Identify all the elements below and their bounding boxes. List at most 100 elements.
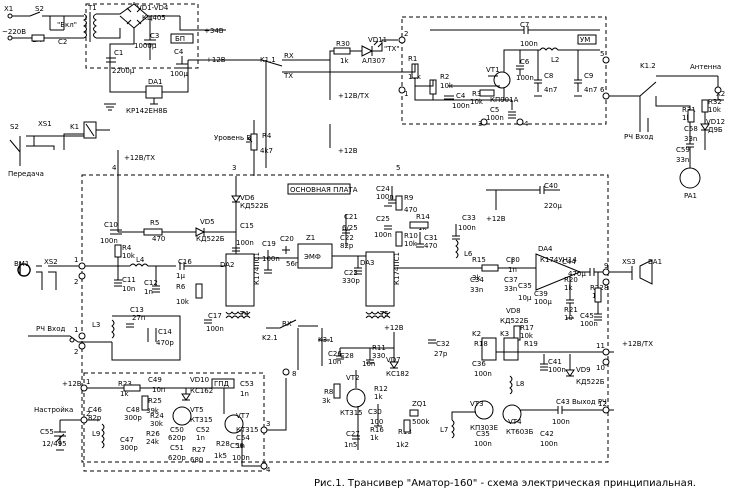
c31-value: 470 bbox=[424, 242, 437, 250]
rf-in-b-label: РЧ Вход bbox=[36, 325, 65, 333]
svg-text:1: 1 bbox=[86, 378, 90, 386]
r16-label: R16 bbox=[370, 426, 384, 434]
c8-value: 4n7 bbox=[544, 86, 557, 94]
c9-value: 4n7 bbox=[584, 86, 597, 94]
c26-value: 10n bbox=[328, 358, 341, 366]
c52-value: 1n bbox=[196, 434, 205, 442]
l9-label: L9 bbox=[92, 430, 100, 438]
c12-label: C12 bbox=[144, 279, 158, 287]
c13-label: C13 bbox=[130, 306, 144, 314]
l7-label: L7 bbox=[440, 426, 448, 434]
r18-label: R18 bbox=[474, 340, 488, 348]
r4-label: R4 bbox=[262, 132, 272, 140]
c21-label: C21 bbox=[344, 213, 358, 221]
svg-text:4: 4 bbox=[524, 120, 529, 128]
vt7-label: VT7 bbox=[236, 412, 250, 420]
c53-label: C53 bbox=[240, 380, 254, 388]
r30-value: 1k bbox=[340, 57, 349, 65]
c19-value: 100n bbox=[262, 255, 280, 263]
c15-label: C15 bbox=[240, 222, 254, 230]
power-supply-block bbox=[85, 3, 199, 69]
plus12tx-c-label: +12В/TX bbox=[622, 340, 653, 348]
c58-value: 33n bbox=[684, 135, 697, 143]
x1-label: X1 bbox=[4, 5, 13, 13]
c25-label: C25 bbox=[376, 215, 390, 223]
da4-label: DA4 bbox=[538, 245, 553, 253]
r3-label: R3 bbox=[472, 90, 481, 98]
c32-label: C32 bbox=[436, 340, 450, 348]
r2-label: R2 bbox=[440, 73, 449, 81]
r28-value: 1k5 bbox=[214, 452, 227, 460]
svg-text:1: 1 bbox=[74, 256, 78, 264]
c4-label: C4 bbox=[174, 48, 184, 56]
c5-value: 100n bbox=[486, 114, 504, 122]
svg-text:3: 3 bbox=[266, 420, 270, 428]
c35b-label: C35 bbox=[476, 430, 490, 438]
da3-label: DA3 bbox=[360, 259, 375, 267]
plus12-c-label: +12В bbox=[486, 215, 506, 223]
power-amp-block bbox=[401, 16, 607, 125]
zq1-value: 500k bbox=[412, 418, 430, 426]
c50-label: C50 bbox=[170, 426, 184, 434]
c54-label: C54 bbox=[236, 434, 250, 442]
vt5-label: VT5 bbox=[190, 406, 204, 414]
c55-value: 12/495 bbox=[42, 440, 67, 448]
svg-text:3: 3 bbox=[232, 164, 236, 172]
r26-value: 24k bbox=[146, 438, 160, 446]
c6-label: C6 bbox=[520, 58, 530, 66]
c1-label: C1 bbox=[114, 49, 123, 57]
t1-label: T1 bbox=[87, 4, 97, 12]
c25-value: 100n bbox=[374, 231, 392, 239]
svg-text:3: 3 bbox=[478, 120, 482, 128]
c23-label: C23 bbox=[344, 269, 358, 277]
c35-label: C35 bbox=[518, 282, 532, 290]
mains-label: ~220В bbox=[2, 28, 26, 36]
rx-label: RX bbox=[284, 52, 294, 60]
vd9-type-label: КД522Б bbox=[576, 378, 605, 386]
c45-label: C45 bbox=[580, 312, 594, 320]
c16-value: 1μ bbox=[176, 272, 185, 280]
c36-value: 100n bbox=[474, 370, 492, 378]
c59-value: 33n bbox=[676, 156, 689, 164]
svg-text:2: 2 bbox=[74, 278, 78, 286]
svg-text:11: 11 bbox=[596, 342, 605, 350]
vd8-label: VD8 bbox=[506, 307, 521, 315]
c7-value: 100n bbox=[520, 40, 538, 48]
c47-label: C47 bbox=[120, 436, 134, 444]
c43-label: C43 bbox=[556, 398, 570, 406]
r17-value: 10k bbox=[520, 332, 534, 340]
svg-text:9: 9 bbox=[604, 262, 608, 270]
da3-type-label: К174ПС1 bbox=[393, 252, 401, 285]
c17-label: C17 bbox=[208, 312, 222, 320]
s2-top-label: S2 bbox=[35, 5, 44, 13]
c1-value: 2200μ bbox=[112, 67, 135, 75]
r12-label: R12 bbox=[374, 385, 388, 393]
c6-value: 100n bbox=[516, 74, 534, 82]
c33-label: C33 bbox=[462, 214, 476, 222]
vd12-label: VD12 bbox=[706, 118, 725, 126]
c55-label: C55 bbox=[40, 428, 54, 436]
r13-value: 1k2 bbox=[396, 441, 409, 449]
c44-value: 470μ bbox=[568, 270, 586, 278]
vd10-type-label: КС162 bbox=[190, 387, 213, 395]
svg-text:2: 2 bbox=[74, 348, 78, 356]
level-label: Уровень ВЧ bbox=[214, 134, 256, 142]
da4-type-label: К174УН14 bbox=[540, 256, 577, 264]
c50-value: 620p bbox=[168, 434, 186, 442]
da1-type-label: КР142ЕН8Б bbox=[126, 107, 168, 115]
r11-value: 330 bbox=[372, 352, 385, 360]
plus12-e-label: +12В bbox=[62, 380, 82, 388]
r20-value: 1k bbox=[564, 284, 573, 292]
c26-label: C26 bbox=[328, 350, 342, 358]
vfo-label: ГПД bbox=[214, 380, 230, 388]
svg-text:5: 5 bbox=[600, 50, 604, 58]
c4-value: 100μ bbox=[170, 70, 188, 78]
vd5-label: VD5 bbox=[200, 218, 215, 226]
r12-value: 1k bbox=[374, 393, 383, 401]
r4b-value: 10k bbox=[122, 252, 136, 260]
c40-value: 220μ bbox=[544, 202, 562, 210]
c34-label: C34 bbox=[470, 276, 484, 284]
plus12-d-label: +12В bbox=[384, 324, 404, 332]
c24-label: C24 bbox=[376, 185, 390, 193]
